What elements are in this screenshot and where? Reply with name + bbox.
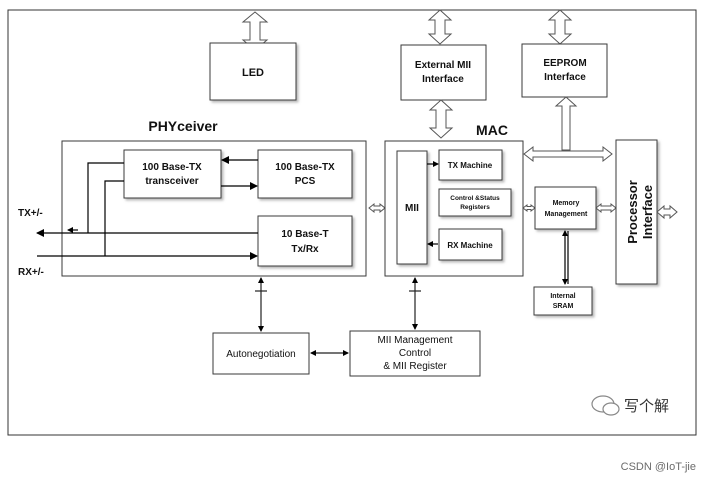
ext-mii-top-hollow-arrow [427,9,453,45]
autonegotiation-label: Autonegotiation [226,349,296,360]
phyceiver-title: PHYceiver [148,118,218,134]
rx-label: RX+/- [18,267,44,278]
wechat-icon-2 [602,402,620,416]
memory-label-line1: Memory [553,200,580,207]
mii-management-block [349,330,481,377]
eeprom-label-line2: Interface [544,72,586,83]
external-mii-label-line2: Interface [422,74,464,85]
sram-label-line2: SRAM [553,303,574,310]
memory-label-line2: Management [545,211,588,218]
processor-label: Processor Interface [625,180,655,244]
memory-management-block [534,186,597,230]
tx100-label-line2: transceiver [145,176,198,187]
sram-label-line1: Internal [550,293,575,300]
pcs100-label-line1: 100 Base-TX [275,162,335,173]
mii-management-label-line2: Control [399,348,431,359]
control-status-label-line1: Control &Status [450,195,500,202]
t10-label-line1: 10 Base-T [281,229,328,240]
watermark: 写个解 [591,395,669,416]
eeprom-top-hollow-arrow [547,9,573,45]
csdn-credit: CSDN @IoT-jie [621,461,696,473]
tx100-left-path-2 [104,180,124,256]
t10-label-line2: Tx/Rx [291,244,319,255]
watermark-text: 写个解 [624,398,669,415]
tx-label: TX+/- [18,208,43,219]
memory-processor-hollow-arrow [595,202,617,214]
processor-right-hollow-arrow [656,204,678,220]
internal-sram-block [533,286,593,316]
t10-txrx-block [257,215,353,267]
processor-interface-block [615,139,658,285]
mii-management-label-line1: MII Management [377,335,452,346]
rx-machine-block [438,228,503,261]
tx100-transceiver-block [123,149,222,199]
autonegotiation-block [212,332,310,375]
external-mii-label-line1: External MII [415,60,471,71]
mac-title: MAC [476,122,508,138]
processor-label-line1: Processor [625,180,640,244]
pcs100-label-line2: PCS [295,176,316,187]
external-mii-interface-block [400,44,487,101]
outer-frame [7,9,697,436]
tx-machine-block [438,149,503,181]
control-status-registers-block [438,188,512,217]
led-block [209,42,297,101]
mii-management-label-line3: & MII Register [383,361,447,372]
control-status-label-line2: Registers [460,204,490,211]
phy-mac-hollow-arrow [368,202,386,214]
processor-label-line2: Interface [640,185,655,239]
mac-memory-hollow-arrow [522,204,536,212]
led-label: LED [242,67,264,79]
tx100-left-path-1 [87,162,124,233]
eeprom-interface-block [521,43,608,98]
eeprom-label-line1: EEPROM [543,58,586,69]
ext-mii-mac-hollow-arrow [428,99,454,139]
mii-block [396,150,428,265]
rx-machine-label: RX Machine [447,241,493,250]
mac-processor-bus-arrow [523,145,613,163]
tx100-label-line1: 100 Base-TX [142,162,202,173]
tx-machine-label: TX Machine [448,161,493,170]
pcs100-block [257,149,353,199]
mii-label: MII [405,203,419,214]
eeprom-bus-hollow-arrow [554,96,578,151]
